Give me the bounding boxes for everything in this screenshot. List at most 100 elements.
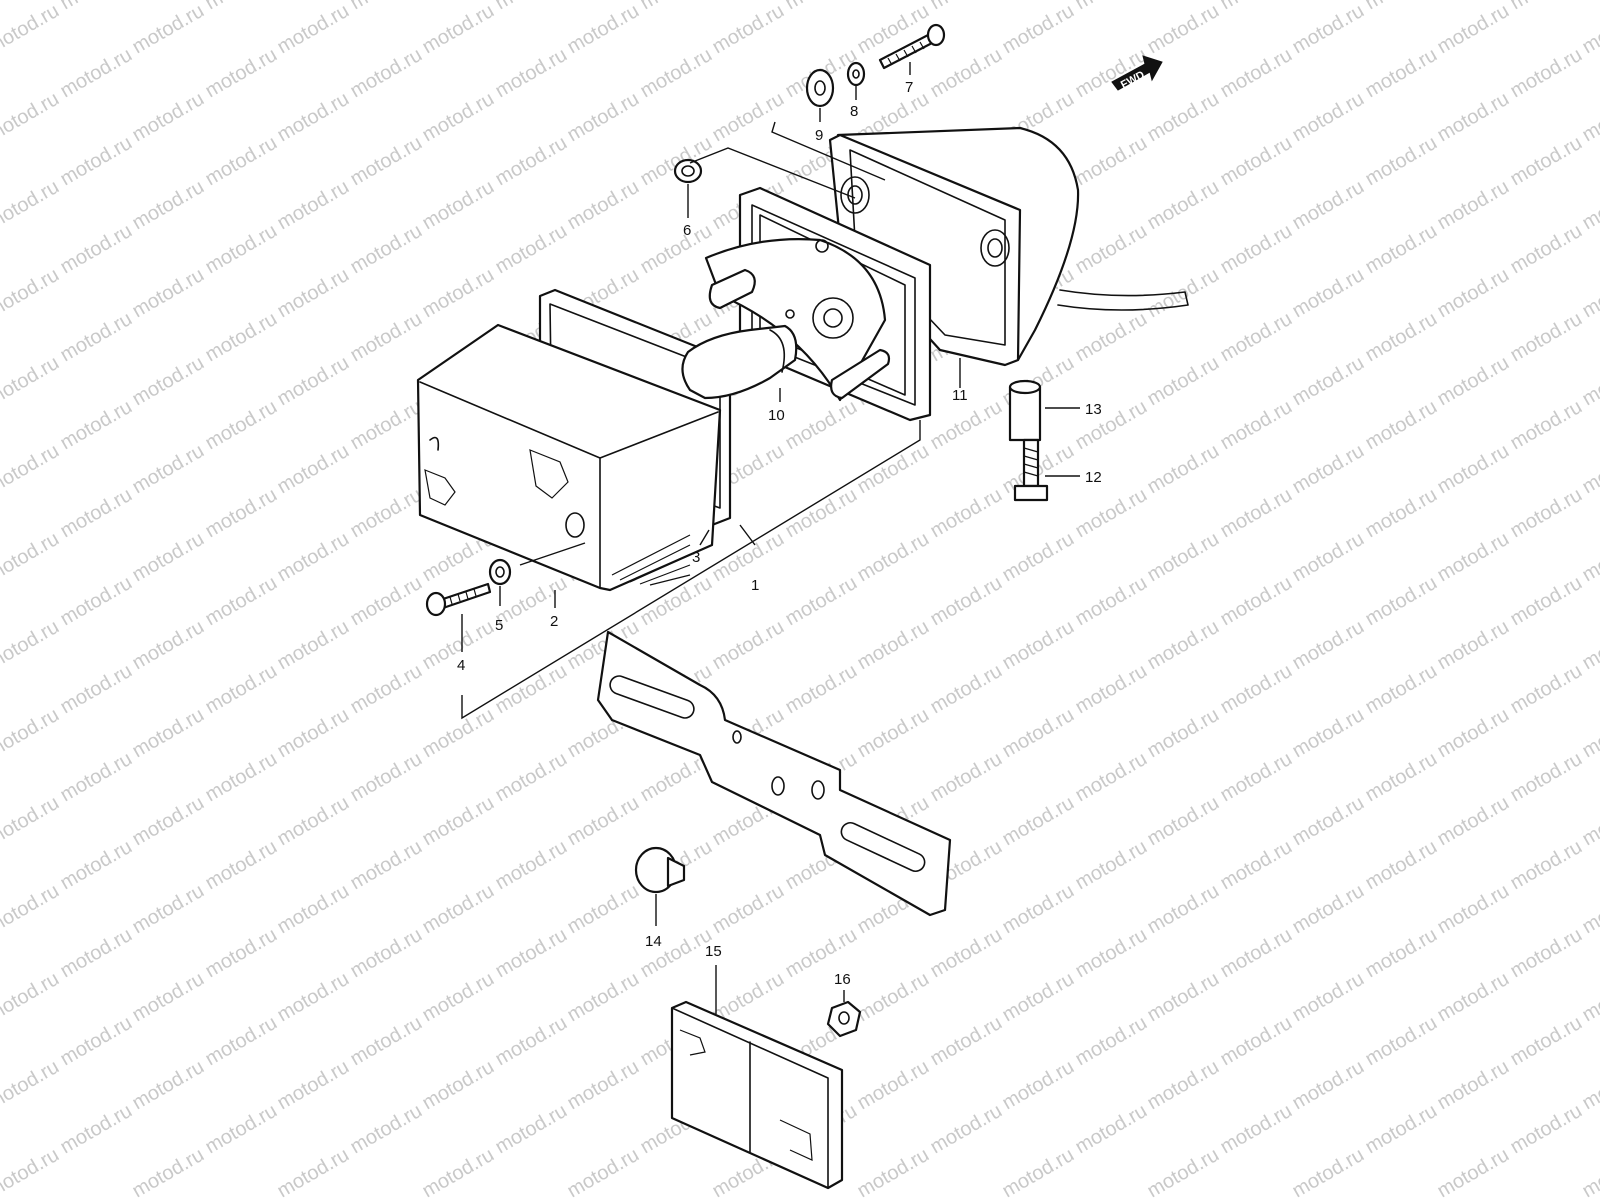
- watermark-text: motod.ru: [1434, 352, 1513, 411]
- watermark-text: motod.ru: [564, 1144, 643, 1200]
- watermark-text: motod.ru: [782, 396, 861, 455]
- watermark-text: motod.ru: [1434, 1056, 1513, 1115]
- watermark-text: motod.ru: [1362, 572, 1441, 631]
- callout-3: 3: [692, 549, 700, 566]
- watermark-text: motod.ru: [927, 44, 1006, 103]
- callout-16: 16: [834, 971, 851, 988]
- watermark-text: motod.ru: [1289, 1144, 1368, 1200]
- watermark-text: motod.ru: [564, 176, 643, 235]
- watermark-text: motod.ru: [347, 484, 426, 543]
- watermark-text: motod.ru: [492, 44, 571, 103]
- part-13-spacer: [1008, 379, 1042, 442]
- watermark-text: motod.ru: [347, 396, 426, 455]
- watermark-text: motod.ru: [1362, 836, 1441, 895]
- watermark-text: motod.ru: [927, 1012, 1006, 1071]
- part-11-housing: [828, 126, 1189, 367]
- watermark-text: motod.ru: [999, 792, 1078, 851]
- watermark-text: motod.ru: [927, 1100, 1006, 1159]
- watermark-text: motod.ru: [274, 88, 353, 147]
- watermark-text: motod.ru: [564, 1056, 643, 1115]
- watermark-text: motod.ru: [57, 572, 136, 631]
- watermark-text: motod.ru: [1362, 0, 1441, 14]
- watermark-text: motod.ru: [1072, 308, 1151, 367]
- watermark-text: motod.ru: [1507, 836, 1586, 895]
- watermark-text: motod.ru: [1434, 528, 1513, 587]
- watermark-text: motod.ru: [57, 220, 136, 279]
- part-4-screw: [425, 582, 492, 617]
- watermark-text: motod.ru: [202, 308, 281, 367]
- watermark-text: motod.ru: [1144, 176, 1223, 235]
- watermark-text: motod.ru: [0, 264, 63, 323]
- watermark-text: motod.ru: [1289, 704, 1368, 763]
- watermark-text: motod.ru: [0, 792, 63, 851]
- watermark-text: motod.ru: [1362, 1100, 1441, 1159]
- watermark-text: motod.ru: [1217, 1100, 1296, 1159]
- watermark-text: motod.ru: [999, 616, 1078, 675]
- watermark-text: motod.ru: [1217, 660, 1296, 719]
- watermark-text: motod.ru: [1579, 704, 1600, 763]
- part-8-washer: [846, 61, 866, 87]
- watermark-text: motod.ru: [1289, 1056, 1368, 1115]
- watermark-text: motod.ru: [129, 792, 208, 851]
- watermark-text: motod.ru: [1217, 220, 1296, 279]
- part-10-bulb: [681, 324, 798, 400]
- watermark-text: motod.ru: [1434, 616, 1513, 675]
- watermark-text: motod.ru: [57, 484, 136, 543]
- watermark-text: motod.ru: [1507, 572, 1586, 631]
- watermark-text: motod.ru: [1434, 704, 1513, 763]
- watermark-text: motod.ru: [709, 880, 788, 939]
- watermark-text: motod.ru: [202, 44, 281, 103]
- watermark-text: motod.ru: [1434, 792, 1513, 851]
- part-2-lens: [416, 323, 722, 592]
- watermark-text: motod.ru: [1362, 924, 1441, 983]
- watermark-text: motod.ru: [1217, 924, 1296, 983]
- watermark-text: motod.ru: [1289, 792, 1368, 851]
- watermark-text: motod.ru: [1144, 352, 1223, 411]
- watermark-text: motod.ru: [1434, 88, 1513, 147]
- watermark-text: motod.ru: [854, 440, 933, 499]
- watermark-text: motod.ru: [347, 44, 426, 103]
- watermark-text: motod.ru: [347, 660, 426, 719]
- watermark-text: motod.ru: [1144, 1056, 1223, 1115]
- watermark-text: motod.ru: [854, 704, 933, 763]
- watermark-text: motod.ru: [1434, 0, 1513, 58]
- watermark-text: motod.ru: [129, 264, 208, 323]
- watermark-text: motod.ru: [129, 352, 208, 411]
- watermark-text: motod.ru: [999, 528, 1078, 587]
- watermark-text: motod.ru: [57, 748, 136, 807]
- callout-7: 7: [905, 79, 913, 96]
- watermark-text: motod.ru: [274, 704, 353, 763]
- watermark-text: motod.ru: [57, 44, 136, 103]
- watermark-text: motod.ru: [129, 704, 208, 763]
- watermark-text: motod.ru: [57, 132, 136, 191]
- watermark-text: motod.ru: [927, 484, 1006, 543]
- callout-10: 10: [768, 407, 785, 424]
- watermark-text: motod.ru: [1507, 308, 1586, 367]
- watermark-text: motod.ru: [419, 88, 498, 147]
- callout-11: 11: [952, 387, 968, 404]
- watermark-text: motod.ru: [492, 0, 571, 14]
- watermark-text: motod.ru: [564, 0, 643, 58]
- watermark-text: motod.ru: [57, 396, 136, 455]
- watermark-text: motod.ru: [492, 748, 571, 807]
- watermark-text: motod.ru: [1362, 44, 1441, 103]
- watermark-text: motod.ru: [0, 352, 63, 411]
- watermark-text: motod.ru: [492, 660, 571, 719]
- watermark-text: motod.ru: [129, 528, 208, 587]
- watermark-text: motod.ru: [564, 968, 643, 1027]
- watermark-text: motod.ru: [1144, 704, 1223, 763]
- watermark-text: motod.ru: [927, 924, 1006, 983]
- watermark-text: motod.ru: [1579, 968, 1600, 1027]
- watermark-text: motod.ru: [492, 132, 571, 191]
- watermark-text: motod.ru: [202, 220, 281, 279]
- watermark-text: motod.ru: [1362, 308, 1441, 367]
- watermark-text: motod.ru: [1507, 0, 1586, 14]
- watermark-text: motod.ru: [1217, 484, 1296, 543]
- watermark-text: motod.ru: [419, 264, 498, 323]
- watermark-text: motod.ru: [927, 396, 1006, 455]
- watermark-text: motod.ru: [0, 176, 63, 235]
- watermark-text: motod.ru: [347, 132, 426, 191]
- watermark-text: motod.ru: [1434, 440, 1513, 499]
- watermark-text: motod.ru: [927, 748, 1006, 807]
- watermark-text: motod.ru: [57, 924, 136, 983]
